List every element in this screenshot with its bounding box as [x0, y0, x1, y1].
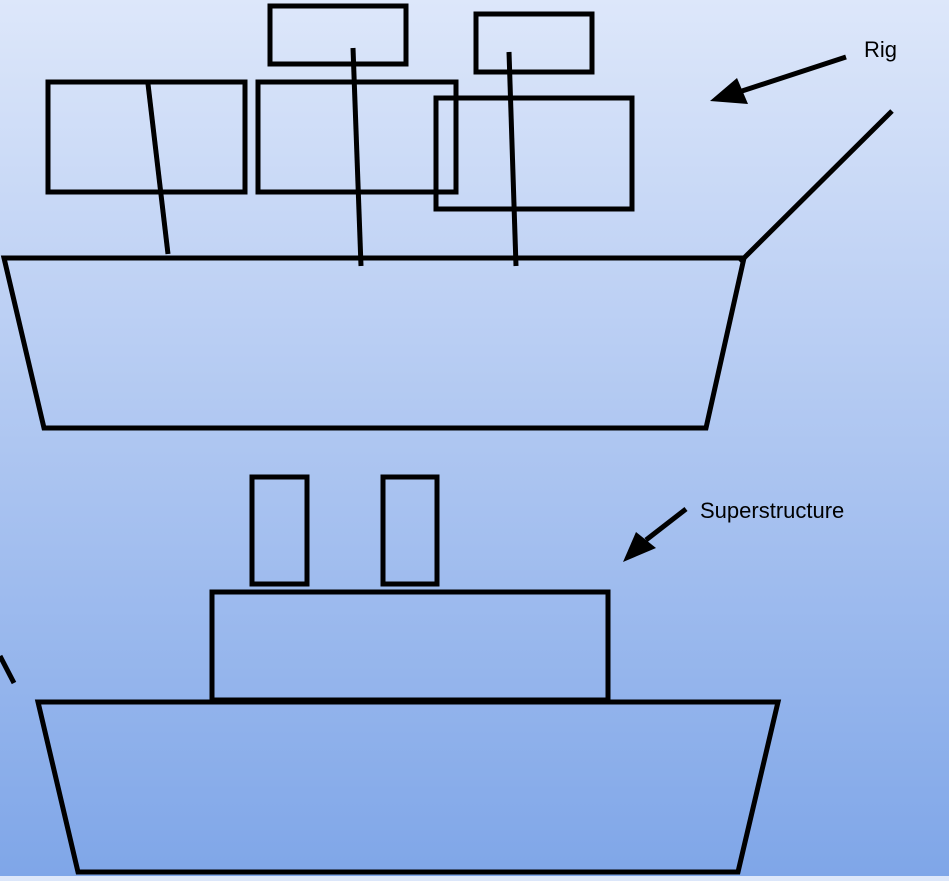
partial-pointer-arrow	[0, 654, 17, 685]
sailing-ship	[0, 3, 894, 431]
bowsprit	[738, 109, 894, 264]
superstructure-pointer-arrow	[623, 507, 688, 562]
mast-center	[350, 47, 364, 267]
sail-right-upper	[473, 11, 595, 75]
sail-center-upper	[267, 3, 409, 67]
funnel-right	[380, 474, 440, 587]
funnel-left	[249, 474, 310, 587]
sailing-ship-hull	[0, 255, 748, 431]
rig-arrowhead	[710, 78, 748, 104]
motor-ship-hull	[34, 699, 782, 875]
rig-label: Rig	[864, 37, 898, 62]
superstructure-block	[209, 589, 611, 703]
mast-left	[145, 83, 171, 255]
superstructure-arrowhead	[623, 532, 656, 562]
sail-right-lower	[433, 95, 635, 212]
mast-right	[506, 51, 519, 267]
rig-pointer-arrow	[710, 54, 847, 104]
motor-ship	[34, 474, 782, 875]
sail-left	[45, 79, 248, 195]
superstructure-label: Superstructure	[700, 498, 845, 523]
